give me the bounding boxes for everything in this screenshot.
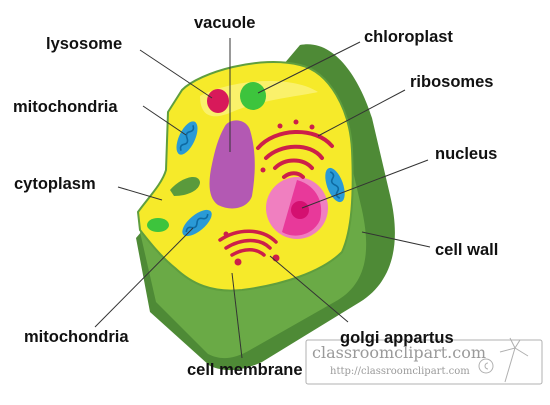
label-lysosome: lysosome bbox=[46, 35, 123, 53]
leader-lines bbox=[94, 38, 431, 359]
watermark-name: classroomclipart.com bbox=[312, 343, 487, 362]
ribosome-er-arcs bbox=[256, 130, 334, 179]
label-cytoplasm: cytoplasm bbox=[14, 175, 96, 193]
watermark-url: http://classroomclipart.com bbox=[330, 366, 470, 377]
vacuole-shape bbox=[209, 120, 255, 209]
chloroplast-left bbox=[147, 218, 169, 232]
leader-mitochondria-top bbox=[142, 105, 187, 136]
organelle-dark-green bbox=[170, 176, 200, 196]
mitochondria-upper-shape bbox=[176, 121, 198, 155]
leader-cytoplasm bbox=[117, 186, 163, 201]
label-cell-membrane: cell membrane bbox=[187, 361, 303, 379]
mitochondria-lower-shape bbox=[182, 209, 212, 237]
label-chloroplast: chloroplast bbox=[364, 28, 453, 46]
lamp-icon bbox=[499, 337, 529, 383]
leader-cell-wall bbox=[361, 231, 431, 248]
leader-ribosomes bbox=[317, 89, 406, 137]
leader-lysosome bbox=[139, 49, 213, 99]
label-nucleus: nucleus bbox=[435, 145, 498, 163]
label-golgi: golgi appartus bbox=[340, 329, 454, 347]
ribosome-dots bbox=[260, 119, 315, 173]
watermark-box bbox=[305, 339, 543, 385]
leader-nucleus bbox=[301, 159, 429, 209]
leader-chloroplast bbox=[257, 41, 361, 94]
lysosome-shape bbox=[207, 89, 229, 113]
label-mitochondria-bottom: mitochondria bbox=[24, 328, 129, 346]
label-cell-wall: cell wall bbox=[435, 241, 499, 259]
label-ribosomes: ribosomes bbox=[410, 73, 494, 91]
chloroplast-top bbox=[240, 82, 266, 110]
copyright-icon bbox=[478, 358, 494, 374]
label-mitochondria-top: mitochondria bbox=[13, 98, 118, 116]
leader-mitochondria-bottom bbox=[94, 227, 194, 328]
label-vacuole: vacuole bbox=[194, 14, 256, 32]
watermark-logo bbox=[305, 337, 543, 385]
golgi-arcs bbox=[218, 229, 278, 257]
leader-cell-membrane bbox=[231, 272, 243, 359]
leader-golgi bbox=[269, 255, 349, 323]
nucleolus bbox=[291, 201, 309, 219]
